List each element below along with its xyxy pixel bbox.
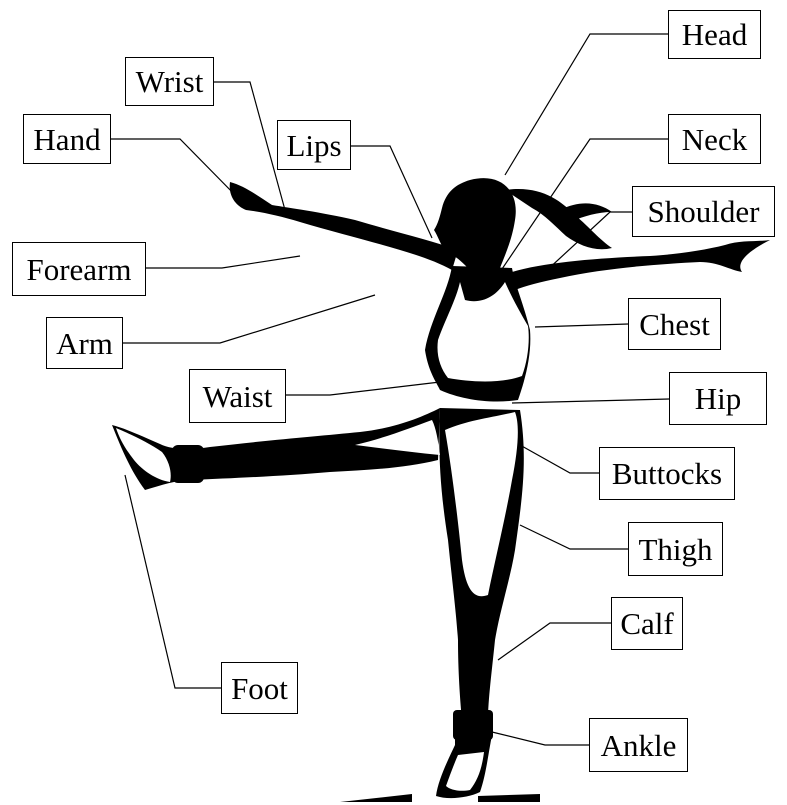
label-arm: Arm: [46, 317, 123, 369]
left-arm: [230, 182, 458, 270]
floor-mark-left: [340, 794, 412, 802]
label-shoulder: Shoulder: [632, 186, 775, 237]
leader-line-thigh: [520, 525, 628, 549]
leader-line-head: [505, 34, 668, 175]
leader-line-foot: [125, 475, 221, 688]
right-arm: [512, 240, 770, 290]
standing-ankle-cuff: [453, 710, 493, 740]
ponytail-strand: [560, 203, 612, 222]
leader-line-forearm: [145, 256, 300, 268]
label-head: Head: [668, 10, 761, 59]
label-hip: Hip: [669, 372, 767, 425]
label-neck: Neck: [668, 114, 761, 164]
label-chest: Chest: [628, 298, 721, 350]
label-calf: Calf: [611, 597, 683, 650]
leader-line-waist: [285, 382, 440, 395]
raised-ankle-cuff: [172, 445, 204, 483]
leader-line-arm: [122, 295, 375, 343]
label-lips: Lips: [277, 120, 351, 170]
label-buttocks: Buttocks: [599, 447, 735, 500]
label-waist: Waist: [189, 369, 286, 423]
label-thigh: Thigh: [628, 522, 723, 576]
leader-line-hand: [110, 139, 240, 200]
floor-mark-right: [478, 794, 540, 802]
leader-line-hip: [512, 399, 669, 403]
label-ankle: Ankle: [589, 718, 688, 772]
label-wrist: Wrist: [125, 57, 214, 106]
leader-line-ankle: [492, 732, 589, 745]
leader-line-calf: [498, 623, 611, 660]
label-forearm: Forearm: [12, 242, 146, 296]
leader-line-chest: [535, 324, 628, 327]
leader-line-buttocks: [520, 445, 599, 473]
label-hand: Hand: [23, 114, 111, 164]
label-foot: Foot: [221, 662, 298, 714]
